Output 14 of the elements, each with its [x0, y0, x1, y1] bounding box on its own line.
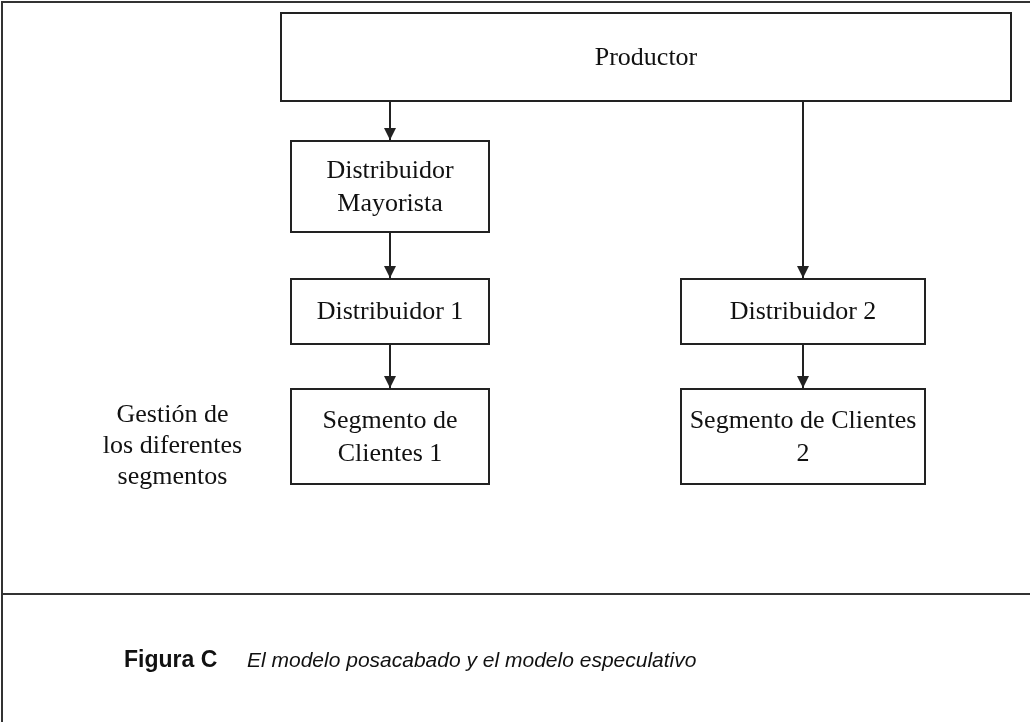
arrow — [384, 344, 396, 389]
arrow — [384, 101, 396, 141]
process-box: Segmento de Clientes 2 — [680, 388, 926, 485]
process-box: Segmento de Clientes 1 — [290, 388, 490, 485]
process-box: Distribuidor 1 — [290, 278, 490, 345]
side-note: Gestión de los diferentes segmentos — [101, 398, 244, 492]
figure-caption: El modelo posacabado y el modelo especulativo — [247, 648, 698, 672]
arrow — [797, 344, 809, 389]
arrow — [384, 232, 396, 279]
figure-number: Figura C — [124, 646, 219, 673]
process-box: Productor — [280, 12, 1012, 102]
process-box: Distribuidor 2 — [680, 278, 926, 345]
process-box: Distribuidor Mayorista — [290, 140, 490, 233]
arrow — [797, 101, 809, 279]
